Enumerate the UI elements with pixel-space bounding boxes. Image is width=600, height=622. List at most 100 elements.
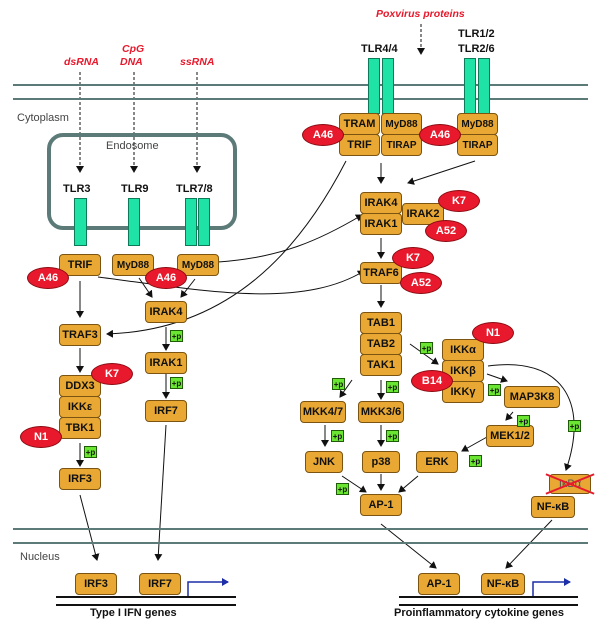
- nfkb-nucleus: NF-κB: [481, 573, 525, 595]
- nfkb-cytoplasm: NF-κB: [531, 496, 575, 518]
- ifn-transcription-start-arrow: [187, 578, 229, 596]
- inhibitor-a52-irak: A52: [425, 220, 467, 242]
- myd88-tlr9-to-irak4-arrow: [138, 277, 153, 298]
- myd88-tlr4: MyD88: [381, 113, 422, 135]
- irf7-nucleus: IRF7: [139, 573, 181, 595]
- inhibitor-a46-myd88: A46: [145, 267, 187, 289]
- irak1-left: IRAK1: [145, 352, 187, 374]
- tlr78-receptor-b: [198, 198, 210, 246]
- phospho-tak1-mkk47: +p: [332, 378, 345, 390]
- myd88-tlr9: MyD88: [112, 254, 154, 276]
- tirap-tlr2: TIRAP: [457, 134, 498, 156]
- ligand-cpg: CpG: [122, 43, 145, 55]
- myd88-tlr2: MyD88: [457, 113, 498, 135]
- plasma-membrane-outer: [13, 84, 588, 86]
- irf7-to-nucleus-arrow: [154, 424, 167, 561]
- inhibitor-a52-traf6: A52: [400, 272, 442, 294]
- traf6: TRAF6: [360, 262, 402, 284]
- tirap-tlr4: TIRAP: [381, 134, 422, 156]
- ap1-to-nucleus-arrow: [380, 523, 437, 569]
- phospho-mkk47-jnk: +p: [331, 430, 344, 442]
- tlr26-label: TLR2/6: [458, 43, 495, 55]
- irak2: IRAK2: [402, 203, 444, 225]
- phospho-mkk36-p38: +p: [386, 430, 399, 442]
- cytoplasm-label: Cytoplasm: [17, 112, 69, 124]
- ddx3: DDX3: [59, 375, 101, 397]
- phospho-irak4-irak1: +p: [170, 330, 183, 342]
- nucleus-label: Nucleus: [20, 551, 60, 563]
- plasma-membrane-inner: [13, 98, 588, 100]
- endosome-compartment: [47, 133, 237, 230]
- inhibitor-n1-ikk: N1: [472, 322, 514, 344]
- tbk1: TBK1: [59, 417, 101, 439]
- mkk36: MKK3/6: [358, 401, 404, 423]
- trif-to-traf6-arrow: [97, 270, 365, 295]
- traf3: TRAF3: [59, 324, 101, 346]
- tak1-to-ikk-arrow: [409, 343, 439, 365]
- phospho-tak1-mkk36: +p: [386, 381, 399, 393]
- tlr44-label: TLR4/4: [361, 43, 398, 55]
- tlr9-label: TLR9: [121, 183, 149, 195]
- ligand-ssrna: ssRNA: [180, 56, 215, 68]
- phospho-ikk-map3k8: +p: [488, 384, 501, 396]
- myd88-tlr78: MyD88: [177, 254, 219, 276]
- tlr2-receptor-a: [464, 58, 476, 114]
- inhibitor-b14-ikk: B14: [411, 370, 453, 392]
- ikk-gamma: IKKγ: [442, 381, 484, 403]
- ligand-dna: DNA: [120, 56, 143, 68]
- tram: TRAM: [339, 113, 380, 135]
- ikk-alpha: IKKα: [442, 339, 484, 361]
- endosome-label: Endosome: [106, 140, 159, 152]
- phospho-mek12-erk: +p: [469, 455, 482, 467]
- tlr9-receptor: [128, 198, 140, 246]
- inhibitor-k7-ddx3: K7: [91, 363, 133, 385]
- ap1-nucleus: AP-1: [418, 573, 460, 595]
- tlr4-receptor-a: [368, 58, 380, 114]
- irf3-nucleus: IRF3: [75, 573, 117, 595]
- phospho-ikk-ikba: +p: [568, 420, 581, 432]
- mkk47: MKK4/7: [300, 401, 346, 423]
- inhibitor-k7-traf6: K7: [392, 247, 434, 269]
- erk-to-ap1-arrow: [398, 475, 419, 493]
- inhibitor-a46-tlr4: A46: [302, 124, 344, 146]
- inhibitor-a46-trif: A46: [27, 267, 69, 289]
- inhibitor-n1-tbk1: N1: [20, 426, 62, 448]
- phospho-irak1-irf7: +p: [170, 377, 183, 389]
- tlr3-label: TLR3: [63, 183, 91, 195]
- phospho-map3k8-mek12: +p: [517, 415, 530, 427]
- irf7-cytoplasm: IRF7: [145, 400, 187, 422]
- cytokine-genes-label: Proinflammatory cytokine genes: [394, 607, 564, 619]
- irak1-right: IRAK1: [360, 213, 402, 235]
- ligand-poxvirus: Poxvirus proteins: [376, 8, 465, 20]
- inhibitor-k7-irak: K7: [438, 190, 480, 212]
- mek12-to-erk-arrow: [461, 436, 488, 452]
- phospho-tbk1-irf3: +p: [84, 446, 97, 458]
- irak4-left: IRAK4: [145, 301, 187, 323]
- tlr78-receptor-a: [185, 198, 197, 246]
- tlr4-trif-to-traf3-arrow: [106, 160, 347, 338]
- trif-tlr4: TRIF: [339, 134, 380, 156]
- ikk-to-ikba-arrow: [487, 364, 575, 471]
- tab2: TAB2: [360, 333, 402, 355]
- inhibitor-a46-tlr2: A46: [419, 124, 461, 146]
- map3k8: MAP3K8: [504, 386, 560, 408]
- nuclear-membrane-inner: [13, 542, 588, 544]
- tlr2-receptor-b: [478, 58, 490, 114]
- tlr2-to-irak4-arrow: [407, 160, 476, 185]
- ikk-beta: IKKβ: [442, 360, 484, 382]
- irf3-cytoplasm: IRF3: [59, 468, 101, 490]
- ikk-to-map3k8-arrow: [486, 373, 508, 383]
- jnk-to-ap1-arrow: [341, 475, 367, 493]
- erk: ERK: [416, 451, 458, 473]
- jnk: JNK: [305, 451, 343, 473]
- tak1-to-mkk47-arrow: [339, 379, 353, 398]
- myd88-tlr78-to-irak4-arrow: [180, 278, 196, 298]
- trif-endosomal: TRIF: [59, 254, 101, 276]
- phospho-tak1-ikk: +p: [420, 342, 433, 354]
- ikk-epsilon: IKKε: [59, 396, 101, 418]
- irf3-to-nucleus-arrow: [79, 494, 100, 561]
- phospho-jnk-ap1: +p: [336, 483, 349, 495]
- tlr12-label: TLR1/2: [458, 28, 495, 40]
